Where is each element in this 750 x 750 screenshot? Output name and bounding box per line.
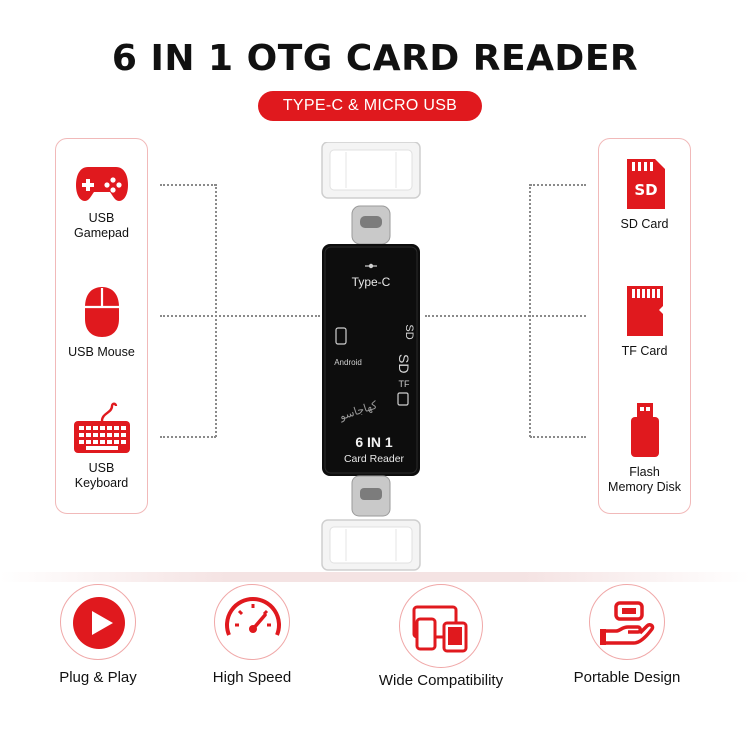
subtitle-badge: TYPE-C & MICRO USB — [258, 91, 482, 121]
feature-icon-circle — [60, 584, 136, 660]
device-sd-label: SD — [403, 324, 415, 339]
keyboard-icon — [73, 402, 130, 453]
right-item-tf-card: TF Card — [599, 284, 690, 359]
right-item-label: TF Card — [621, 344, 668, 358]
connector-line — [530, 184, 586, 186]
left-item-gamepad: USB Gamepad — [56, 161, 147, 241]
connector-line — [160, 436, 216, 438]
feature-label: High Speed — [212, 669, 292, 686]
left-item-mouse: USB Mouse — [56, 285, 147, 360]
connector-line — [529, 184, 531, 437]
device-android-label: Android — [334, 358, 362, 367]
connector-line — [425, 315, 586, 317]
mouse-icon — [84, 287, 119, 337]
left-item-label: USB Mouse — [68, 345, 135, 359]
feature-portable-design: Portable Design — [532, 584, 722, 686]
right-storage-panel: SD SD Card TF Card Flash Memory Disk — [598, 138, 691, 514]
feature-icon-circle — [214, 584, 290, 660]
device-model-line1: 6 IN 1 — [355, 434, 393, 450]
hand-device-icon — [600, 601, 655, 645]
right-item-flash-drive: Flash Memory Disk — [599, 401, 690, 495]
feature-icon-circle — [399, 584, 483, 668]
feature-label: Portable Design — [573, 669, 681, 686]
left-item-label: USB Gamepad — [74, 211, 129, 240]
feature-high-speed: High Speed — [157, 584, 347, 686]
connector-line — [530, 436, 586, 438]
connector-line — [160, 315, 320, 317]
devices-icon — [412, 605, 468, 653]
right-item-sd-card: SD SD Card — [599, 157, 690, 232]
device-model-line2: Card Reader — [344, 453, 405, 465]
feature-wide-compatibility: Wide Compatibility — [346, 584, 536, 689]
tf-card-icon — [626, 286, 663, 336]
speedometer-icon — [225, 597, 281, 636]
right-item-label: Flash Memory Disk — [608, 465, 681, 494]
feature-icon-circle — [589, 584, 665, 660]
sd-card-icon: SD — [626, 159, 665, 209]
connector-line — [160, 184, 216, 186]
feature-label: Wide Compatibility — [378, 672, 504, 689]
connector-line — [215, 184, 217, 437]
section-divider — [0, 572, 750, 582]
left-accessories-panel: USB Gamepad USB Mouse USB Keyboard — [55, 138, 148, 514]
flash-drive-icon — [630, 403, 659, 457]
right-item-label: SD Card — [620, 217, 669, 231]
page-title: 6 IN 1 OTG CARD READER — [111, 38, 639, 79]
gamepad-icon — [75, 167, 128, 201]
device-tf-label: TF — [399, 379, 410, 389]
device-sd-label-2: SD — [396, 354, 412, 373]
left-item-keyboard: USB Keyboard — [56, 401, 147, 491]
feature-label: Plug & Play — [59, 669, 137, 686]
feature-plug-play: Plug & Play — [3, 584, 193, 686]
play-icon — [73, 597, 125, 649]
left-item-label: USB Keyboard — [74, 461, 129, 490]
svg-text:SD: SD — [634, 181, 657, 199]
card-reader-device: Type-C Android SD SD TF کهاجاسو 6 IN 1 C… — [321, 142, 421, 571]
device-port-label: Type-C — [352, 275, 391, 289]
